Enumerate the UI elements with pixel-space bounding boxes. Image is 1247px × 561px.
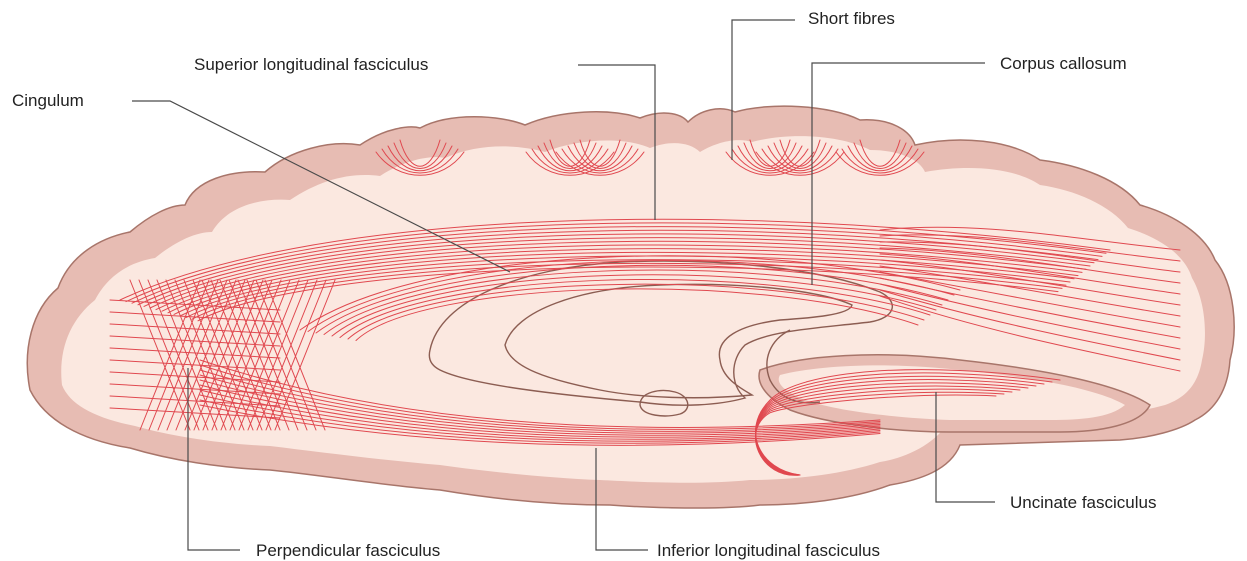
label-uncinate-fasciculus: Uncinate fasciculus — [1010, 493, 1156, 512]
label-perpendicular-fasciculus: Perpendicular fasciculus — [256, 541, 440, 560]
label-superior-longitudinal-fasciculus: Superior longitudinal fasciculus — [194, 55, 428, 74]
label-corpus-callosum: Corpus callosum — [1000, 54, 1127, 73]
label-short-fibres: Short fibres — [808, 9, 895, 28]
label-cingulum: Cingulum — [12, 91, 84, 110]
label-inferior-longitudinal-fasciculus: Inferior longitudinal fasciculus — [657, 541, 880, 560]
